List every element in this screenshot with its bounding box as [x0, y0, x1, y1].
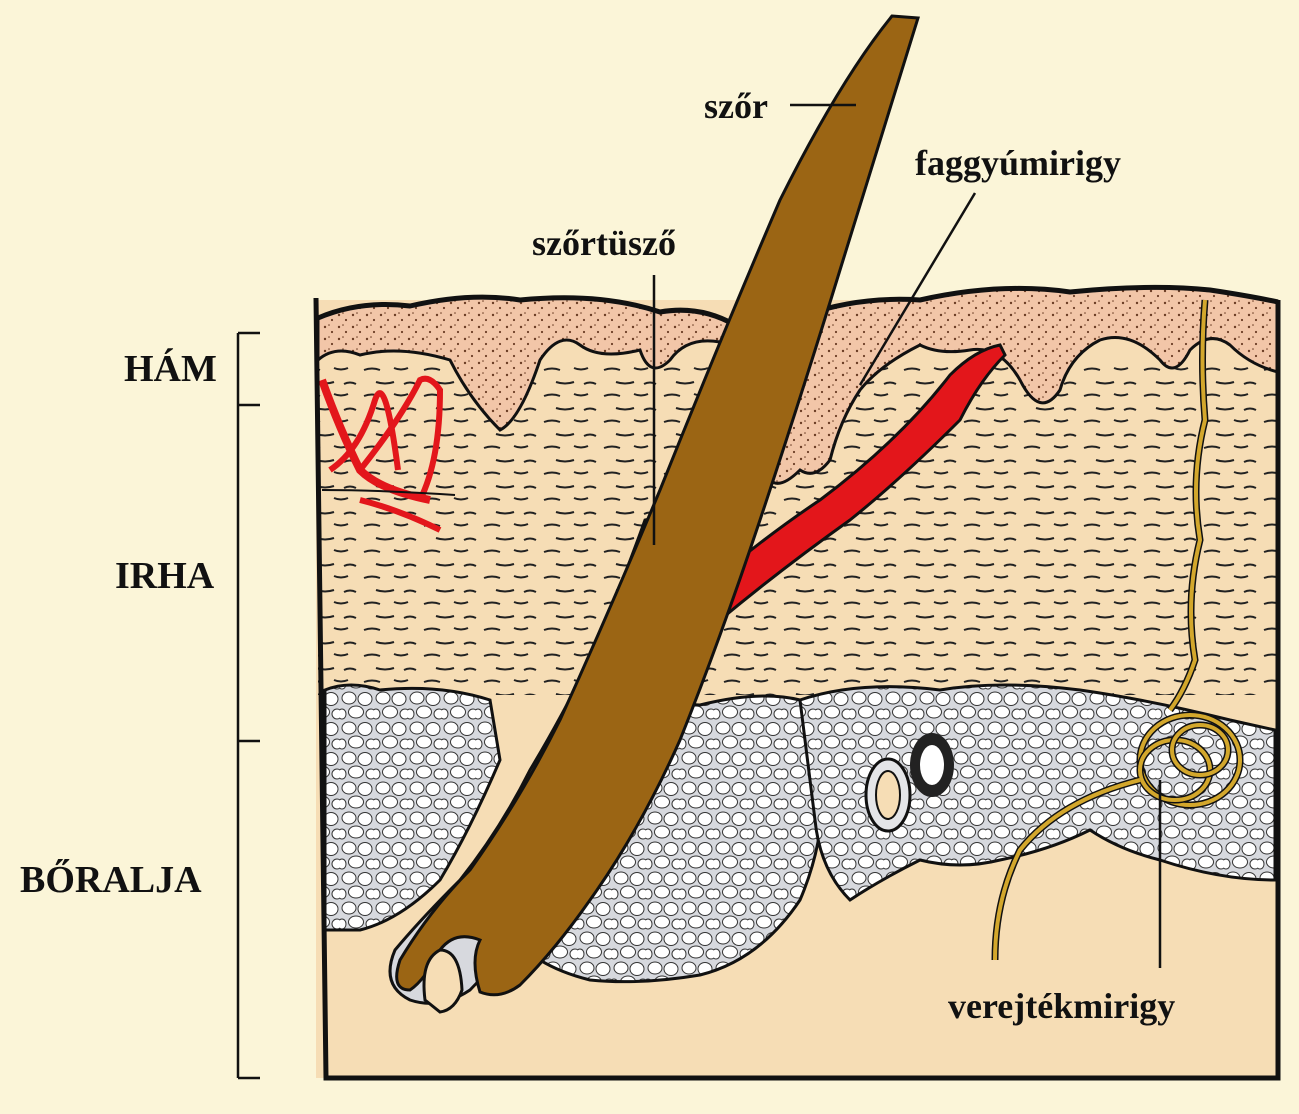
skin-surface-right — [804, 284, 1279, 318]
sweat-gland-coil — [991, 711, 1244, 961]
fat-tissue-left — [323, 683, 502, 932]
label-sweat-gland: verejtékmirigy — [948, 986, 1176, 1026]
hair-papilla — [422, 948, 464, 1014]
sweat-duct-fill — [1168, 299, 1208, 712]
hair-shaft — [395, 14, 920, 997]
lamellar-corpuscle — [864, 733, 954, 833]
skin-block-border — [313, 297, 1281, 1081]
layer-label-dermis: IRHA — [115, 555, 215, 597]
layer-label-epidermis: HÁM — [124, 348, 217, 390]
layer-label-hypodermis: BŐRALJA — [20, 859, 202, 901]
leader-lines — [652, 103, 1162, 968]
label-sebaceous-gland: faggyúmirigy — [915, 143, 1121, 183]
layer-brackets — [236, 331, 260, 1080]
skin-surface-left — [317, 294, 737, 328]
label-hair: szőr — [704, 86, 768, 126]
label-hair-follicle: szőrtüsző — [532, 223, 676, 263]
blood-vessels — [318, 375, 456, 533]
